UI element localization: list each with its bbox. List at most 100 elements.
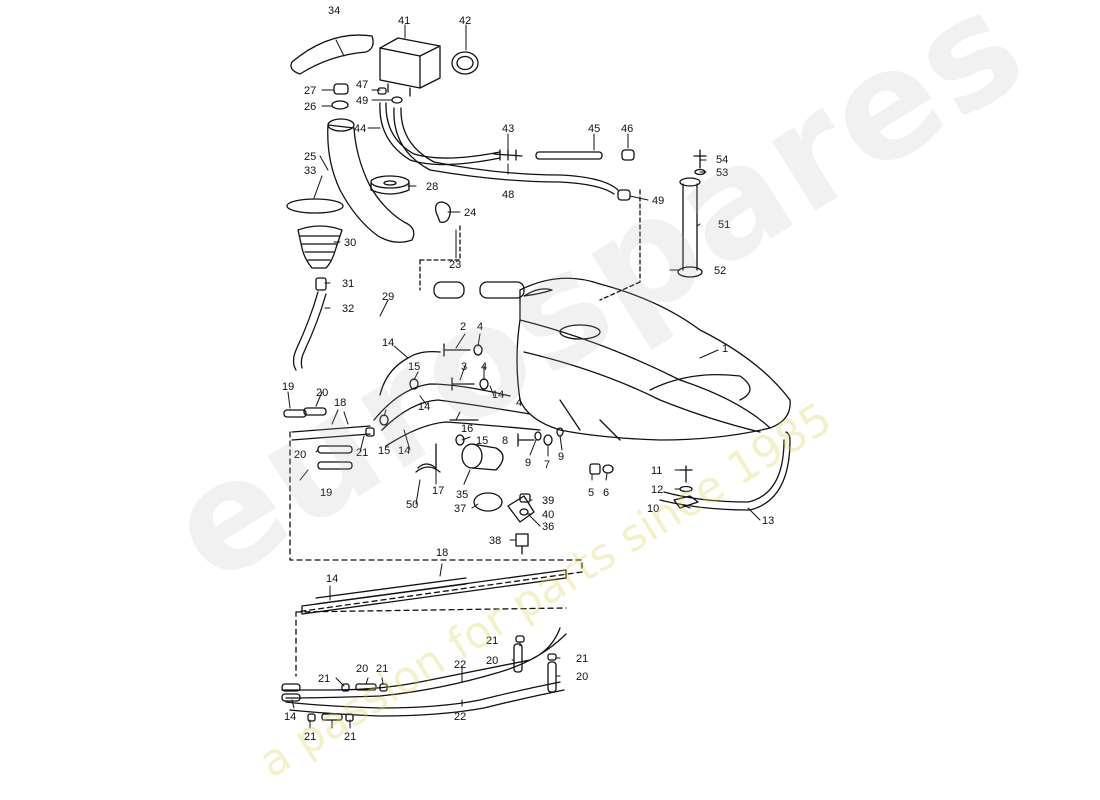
label-14d: 14 [398,445,410,457]
part-9-washer-a [534,431,542,441]
part-39-nut [519,493,531,503]
label-20e: 20 [356,663,368,675]
part-4-washer-a [473,344,483,356]
part-43-connector [493,149,523,161]
label-14c: 14 [492,389,504,401]
label-17: 17 [432,485,444,497]
part-19-hose-b [317,461,353,470]
part-51-sender [677,177,703,278]
part-54-bolt [693,149,707,169]
label-5: 5 [588,487,594,499]
label-15c: 15 [476,435,488,447]
part-15-fitting-c [455,434,465,446]
label-6: 6 [603,487,609,499]
part-25-filler-neck [327,124,415,243]
label-15b: 15 [378,445,390,457]
label-44: 44 [354,123,366,135]
label-52: 52 [714,265,726,277]
label-19b: 19 [320,487,332,499]
part-3-bolt [451,377,475,391]
part-9-washer-b [556,427,564,437]
part-33-clamp [286,198,344,214]
label-39: 39 [542,495,554,507]
part-14-line-b [373,383,511,421]
label-40: 40 [542,509,554,521]
label-1: 1 [722,343,728,355]
part-20-hose-b [317,445,353,454]
label-9b: 9 [558,451,564,463]
part-21-fitting-e [341,683,350,692]
label-25: 25 [304,151,316,163]
label-22a: 22 [454,659,466,671]
part-48-hose [393,107,619,195]
part-51-lead [599,189,641,301]
part-46-cap [621,149,635,161]
label-19a: 19 [282,381,294,393]
label-45: 45 [588,123,600,135]
label-30: 30 [344,237,356,249]
label-50: 50 [406,499,418,511]
part-50-clip [415,463,441,473]
part-21-fitting-c [547,653,557,661]
part-1-fuel-tank [516,277,791,441]
part-5-nut [589,463,601,475]
part-10-pad [673,495,699,509]
part-23-hose-a [433,281,465,299]
part-40-washer [519,508,529,516]
part-2-bolt [443,343,471,357]
label-23: 23 [449,259,461,271]
part-21-fitting-b [515,635,525,643]
part-42-ring [451,51,479,75]
label-24: 24 [464,207,476,219]
label-8: 8 [502,435,508,447]
part-21-fitting-f [307,713,316,722]
label-54: 54 [716,154,728,166]
part-14-line-d [385,421,541,447]
part-22-line-a [281,627,567,699]
label-38: 38 [489,535,501,547]
part-34-cover [290,34,374,75]
label-20a: 20 [316,387,328,399]
part-15-fitting-b [379,414,389,426]
label-34: 34 [328,5,340,17]
part-14-stub-a [281,683,301,692]
label-48: 48 [502,189,514,201]
label-29: 29 [382,291,394,303]
part-45-hose [535,151,603,160]
label-10: 10 [647,503,659,515]
label-21b: 21 [486,635,498,647]
label-42: 42 [459,15,471,27]
label-18a: 18 [334,397,346,409]
part-28-grommet [370,175,410,195]
label-4b: 4 [481,361,487,373]
lower-lines-18 [315,577,467,605]
label-21g: 21 [344,731,356,743]
label-32: 32 [342,303,354,315]
part-38-mount [515,533,529,555]
part-35-filter [461,443,504,471]
part-20-hose-d [547,661,557,693]
part-23-lead [419,223,461,291]
label-27: 27 [304,85,316,97]
label-14f: 14 [284,711,296,723]
label-46: 46 [621,123,633,135]
label-36: 36 [542,521,554,533]
label-7: 7 [544,459,550,471]
label-11: 11 [651,465,662,477]
label-43: 43 [502,123,514,135]
part-30-bellows [297,225,343,269]
part-18-hose [291,425,371,441]
part-20-hose-a [303,407,327,416]
label-4a: 4 [477,321,483,333]
label-47: 47 [356,79,368,91]
part-44-hose [379,102,501,166]
part-31-clip [315,277,327,291]
label-15a: 15 [408,361,420,373]
label-49a: 49 [356,95,368,107]
label-21e: 21 [376,663,388,675]
lower-frame [289,431,583,677]
label-20d: 20 [576,671,588,683]
part-20-hose-f [321,713,343,721]
label-2: 2 [460,321,466,333]
